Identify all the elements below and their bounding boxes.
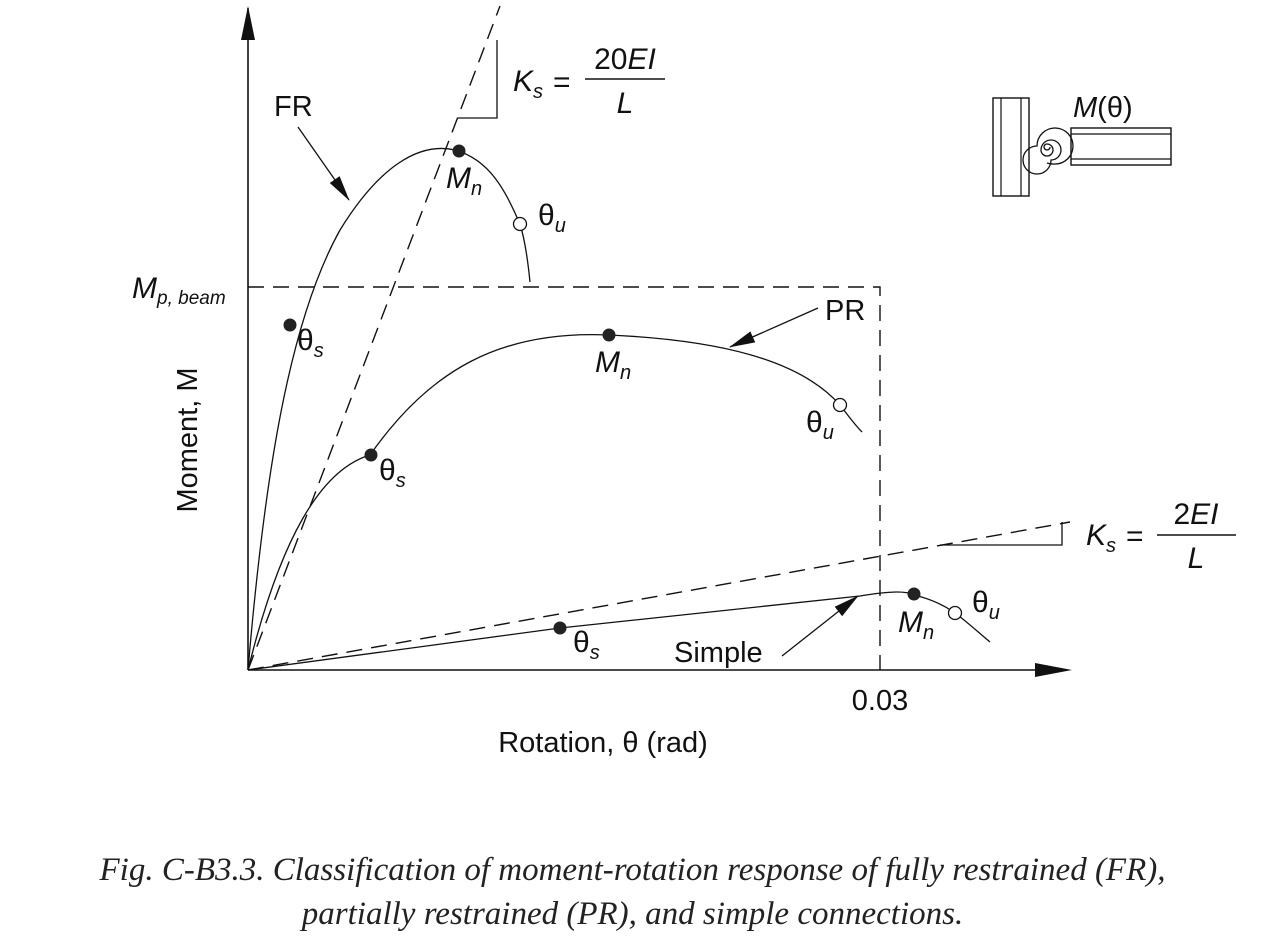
svg-text:L: L (617, 87, 634, 120)
x-tick-label: 0.03 (852, 685, 908, 717)
simple-theta-u-label: θu (972, 586, 1000, 624)
pr-theta-s-label: θs (379, 454, 406, 492)
y-axis-label: Moment, M (172, 367, 204, 512)
pr-curve (247, 333, 863, 671)
fr-theta-s-point (283, 318, 297, 332)
pr-theta-s-point (364, 448, 378, 462)
simple-stiffness-triangle (940, 522, 1063, 546)
simple-theta-s-label: θs (573, 626, 600, 664)
pr-leader-arrow (729, 307, 819, 348)
fr-mn-point (452, 144, 466, 158)
simple-curve (247, 591, 991, 671)
pr-theta-u-label: θu (806, 406, 834, 444)
fr-theta-u-label: θu (538, 199, 566, 237)
simple-theta-s-point (553, 621, 567, 635)
fr-stiffness-line (247, 5, 501, 671)
x-axis-label: Rotation, θ (rad) (498, 727, 708, 759)
simple-mn-label: Mn (898, 606, 934, 644)
pr-mn-label: Mn (595, 346, 631, 384)
fr-mn-label: Mn (446, 162, 482, 200)
x-axis-arrowhead (1035, 663, 1072, 677)
simple-leader-arrow (781, 595, 859, 657)
simple-theta-u-point (947, 605, 963, 621)
fr-theta-s-label: θs (297, 324, 324, 362)
fr-theta-u-point (512, 216, 528, 232)
svg-text:=: = (553, 66, 571, 99)
mp-beam-limit-line (248, 286, 881, 670)
pr-curve-label: PR (825, 295, 865, 327)
simple-mn-point (907, 587, 921, 601)
svg-text:Ks: Ks (513, 65, 543, 103)
fr-stiffness-triangle (458, 40, 498, 119)
svg-text:Ks: Ks (1086, 519, 1116, 557)
svg-text:20EI: 20EI (594, 43, 656, 76)
svg-text:=: = (1126, 520, 1144, 553)
caption-line-2: partially restrained (PR), and simple co… (301, 896, 964, 932)
svg-text:2EI: 2EI (1173, 498, 1218, 531)
pr-mn-point (602, 328, 616, 342)
connection-spring-icon: M(θ) (992, 92, 1172, 197)
connection-moment-label: M(θ) (1073, 92, 1133, 124)
caption-line-1: Fig. C-B3.3. Classification of moment-ro… (99, 852, 1166, 888)
simple-stiffness-equation: Ks = 2EI L (1086, 498, 1236, 575)
figure-caption: Fig. C-B3.3. Classification of moment-ro… (0, 848, 1265, 936)
fr-curve-label: FR (274, 91, 313, 123)
fr-curve (247, 147, 531, 671)
svg-text:L: L (1188, 542, 1205, 575)
simple-stiffness-line (247, 521, 1071, 671)
y-tick-label: Mp, beam (132, 272, 226, 309)
pr-theta-u-point (832, 397, 848, 413)
fr-stiffness-equation: Ks = 20EI L (513, 43, 665, 120)
simple-curve-label: Simple (674, 637, 763, 669)
y-axis-arrowhead (241, 6, 255, 40)
fr-leader-arrow (297, 126, 350, 201)
